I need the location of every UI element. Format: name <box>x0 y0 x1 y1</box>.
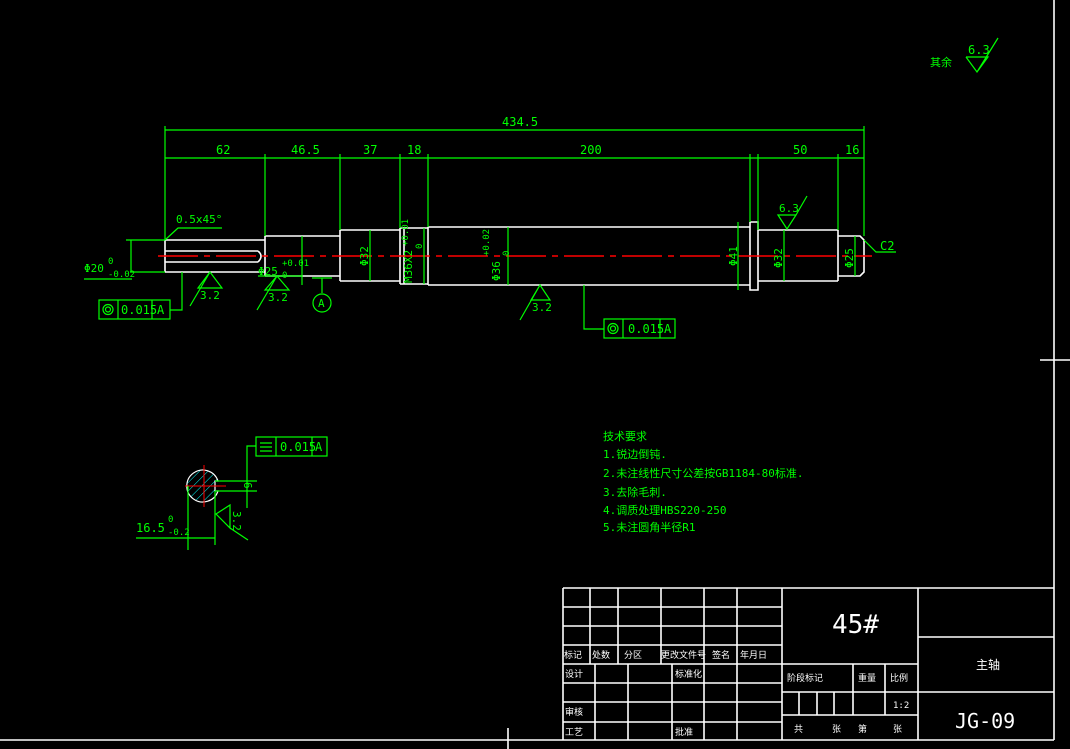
tb-label: 更改文件号 <box>661 649 706 661</box>
tolerance-frame-1: 0.015 A <box>98 272 183 320</box>
tb-weight: 重量 <box>858 672 876 684</box>
section-view: 0.015 A 6 16.5 0 -0.2 3.2 <box>136 436 328 550</box>
roughness-value: 3.2 <box>230 511 243 531</box>
tb-label: 标记 <box>564 649 582 661</box>
roughness-default-value: 6.3 <box>968 43 990 57</box>
datum-a: A <box>312 277 332 313</box>
symmetry-icon <box>260 442 272 452</box>
tb-sheets: 共 <box>794 724 803 735</box>
segment-length: 200 <box>580 143 602 157</box>
segment-length: 37 <box>363 143 377 157</box>
tb-scale-label: 比例 <box>890 672 908 684</box>
chamfer-left: 0.5x45° <box>176 213 222 226</box>
tb-material: 45# <box>832 610 879 640</box>
dia-25-left: Φ25 <box>258 265 278 278</box>
dia-41: Φ41 <box>727 246 740 266</box>
roughness-value: 3.2 <box>268 291 288 304</box>
tol-lower: 0 <box>282 271 287 281</box>
tb-label: 年月日 <box>740 649 767 661</box>
segment-length: 18 <box>407 143 421 157</box>
roughness-symbol-icon <box>965 37 999 74</box>
tech-requirements-title: 技术要求 <box>603 430 647 443</box>
diameter-dimensions: 0.5x45° Φ20 0 -0.02 Φ25 +0.01 0 Φ32 M36X… <box>84 213 896 290</box>
segment-length: 62 <box>216 143 230 157</box>
requirement-item: 5.未注圆角半径R1 <box>603 520 696 534</box>
datum-label: A <box>318 297 325 310</box>
tolerance-datum: A <box>315 440 323 454</box>
dia-36: Φ36 <box>490 261 503 281</box>
title-block: 标记 处数 分区 更改文件号 签名 年月日 设计 标准化 审核 工艺 批准 45… <box>562 587 1054 740</box>
tolerance-value: 0.015 <box>628 322 664 336</box>
tb-stage-mark: 阶段标记 <box>787 672 823 684</box>
roughness-value: 3.2 <box>532 301 552 314</box>
overall-length: 434.5 <box>502 115 538 129</box>
concentricity-icon <box>607 322 619 335</box>
tolerance-datum: A <box>664 322 672 336</box>
tb-drawing-no: JG-09 <box>955 709 1015 733</box>
dia-20: Φ20 <box>84 262 104 275</box>
thread-size: M36X2 <box>402 250 415 283</box>
tolerance-value: 0.015 <box>121 303 157 317</box>
tb-standardization: 标准化 <box>675 668 702 680</box>
tb-label: 分区 <box>624 650 642 661</box>
tol-lower: 0 <box>415 244 425 249</box>
chamfer-right: C2 <box>880 239 894 253</box>
roughness-value: 6.3 <box>779 202 799 215</box>
roughness-value: 3.2 <box>200 289 220 302</box>
tolerance-datum: A <box>157 303 165 317</box>
tb-approve: 批准 <box>675 726 693 738</box>
tol-upper: 0 <box>168 515 173 525</box>
tolerance-value: 0.015 <box>280 440 316 454</box>
tb-sheets: 第 <box>858 723 867 735</box>
tb-sheets: 张 <box>832 724 841 735</box>
tb-label: 签名 <box>712 649 730 661</box>
length-dimensions: 434.5 62 46.5 37 18 200 50 16 <box>164 115 865 240</box>
segment-length: 50 <box>793 143 807 157</box>
segment-length: 46.5 <box>291 143 320 157</box>
segment-length: 16 <box>845 143 859 157</box>
tb-scale: 1:2 <box>893 701 909 711</box>
requirement-item: 2.未注线性尺寸公差按GB1184-80标准. <box>603 466 803 480</box>
tol-upper: +0.01 <box>401 219 411 246</box>
dia-25-right: Φ25 <box>843 248 856 268</box>
requirement-item: 1.锐边倒钝. <box>603 447 667 461</box>
concentricity-icon <box>102 303 114 316</box>
dia-32-left: Φ32 <box>358 246 371 266</box>
dia-32-right: Φ32 <box>772 248 785 268</box>
roughness-symbols: 3.2 3.2 3.2 6.3 <box>189 195 808 321</box>
tb-sheets: 张 <box>893 724 902 735</box>
tb-label: 处数 <box>592 649 610 661</box>
default-roughness: 其余 6.3 <box>930 37 999 74</box>
tb-design: 设计 <box>565 668 583 680</box>
requirement-item: 4.调质处理HBS220-250 <box>603 504 726 517</box>
tb-part-name: 主轴 <box>976 657 1000 672</box>
tech-requirements: 技术要求 1.锐边倒钝. 2.未注线性尺寸公差按GB1184-80标准. 3.去… <box>603 430 803 534</box>
tol-upper: +0.01 <box>282 259 309 269</box>
tol-lower: -0.2 <box>168 528 190 538</box>
roughness-default-label: 其余 <box>930 55 952 69</box>
tol-upper: +0.02 <box>482 229 492 256</box>
tol-lower: -0.02 <box>108 270 135 280</box>
tb-review: 审核 <box>565 706 583 718</box>
requirement-item: 3.去除毛刺. <box>603 485 667 499</box>
tol-lower: 0 <box>502 251 512 256</box>
key-depth: 6 <box>241 482 254 489</box>
tolerance-frame-2: 0.015 A <box>583 285 676 339</box>
section-width: 16.5 <box>136 521 165 535</box>
tb-process: 工艺 <box>565 727 583 738</box>
tol-upper: 0 <box>108 257 113 267</box>
